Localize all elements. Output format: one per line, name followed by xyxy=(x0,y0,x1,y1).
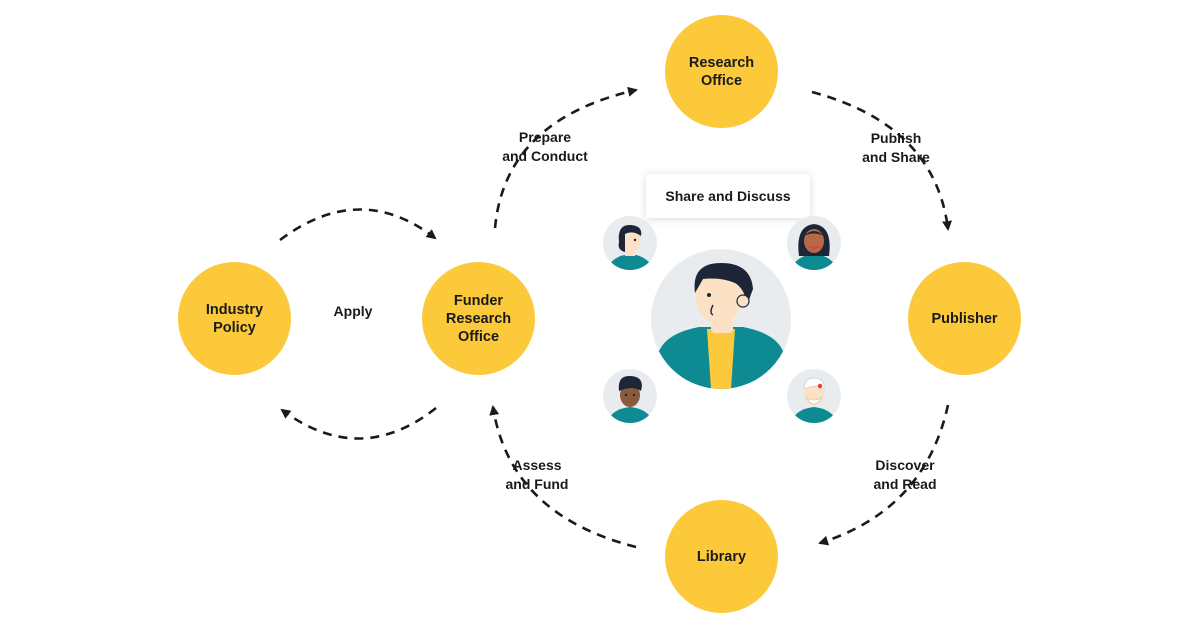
arrow-prepare-conduct xyxy=(493,86,638,229)
edge-label-discover-read: Discover and Read xyxy=(873,457,937,492)
node-library: Library xyxy=(665,500,778,613)
edge-label-publish-share: Publish and Share xyxy=(862,130,930,165)
man-avatar-bottom-left xyxy=(603,369,657,423)
node-label: Industry Policy xyxy=(205,301,264,336)
woman-avatar-top-right xyxy=(787,216,841,270)
edge-label-prepare-conduct: Prepare and Conduct xyxy=(502,129,588,164)
node-label: Research Office xyxy=(688,54,755,89)
arrow-apply-top xyxy=(279,208,437,242)
share-and-discuss-bubble: Share and Discuss xyxy=(646,174,810,218)
woman-avatar-top-left xyxy=(603,216,657,270)
main-person-avatar xyxy=(651,249,791,389)
node-label: Publisher xyxy=(931,310,998,327)
node-label: Library xyxy=(696,548,747,565)
edge-label-assess-fund: Assess and Fund xyxy=(505,457,569,492)
node-publisher: Publisher xyxy=(908,262,1021,375)
elder-avatar-bottom-right xyxy=(787,369,841,423)
arrow-assess-fund xyxy=(489,405,637,549)
bubble-text: Share and Discuss xyxy=(665,188,791,204)
edge-label-apply: Apply xyxy=(333,303,373,319)
arrow-publish-share xyxy=(811,90,952,231)
node-funder-research-office: Funder Research Office xyxy=(422,262,535,375)
node-research-office: Research Office xyxy=(665,15,778,128)
arrow-return-bottom xyxy=(280,406,437,440)
node-industry-policy: Industry Policy xyxy=(178,262,291,375)
arrow-discover-read xyxy=(818,404,950,546)
node-label: Funder Research Office xyxy=(445,292,512,345)
